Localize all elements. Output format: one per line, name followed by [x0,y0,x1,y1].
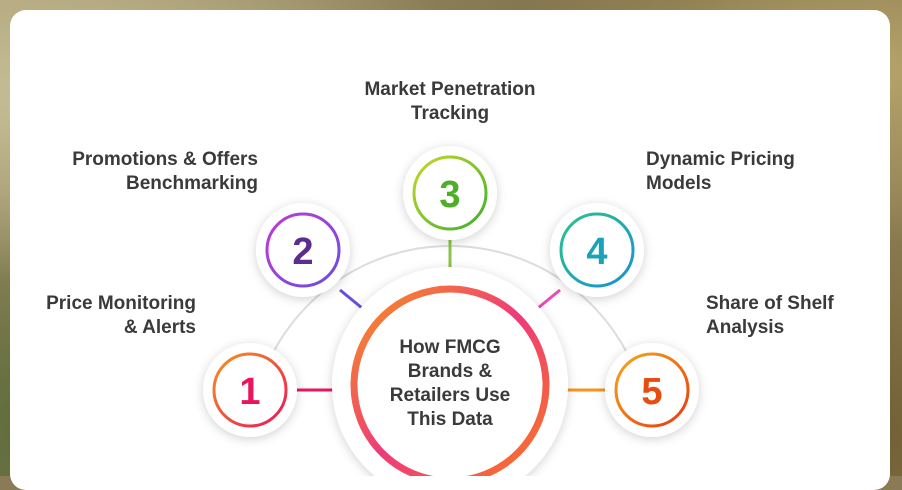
node-2-ring [265,212,341,288]
node-5-number: 5 [641,371,662,413]
step-2-label: Promotions & Offers Benchmarking [72,149,258,194]
node-5-ring [614,352,690,428]
node-2-number: 2 [292,231,313,273]
step-1-label: Price Monitoring & Alerts [46,293,196,338]
step-5-label: Share of Shelf Analysis [706,293,834,338]
node-4-ring [559,212,635,288]
center-title: How FMCG Brands & Retailers Use This Dat… [389,337,511,430]
diagram-graphic: 1 2 3 4 5 [203,146,699,476]
node-4-number: 4 [586,231,607,273]
center-ring [350,285,550,476]
node-1-ring [212,352,288,428]
step-4-label: Dynamic Pricing Models [646,149,795,194]
connector-4 [537,288,561,310]
connector-2 [339,288,363,310]
node-1-number: 1 [239,371,260,413]
node-3-number: 3 [439,174,460,216]
step-3-label: Market Penetration Tracking [364,79,536,124]
node-3-ring [412,155,488,231]
